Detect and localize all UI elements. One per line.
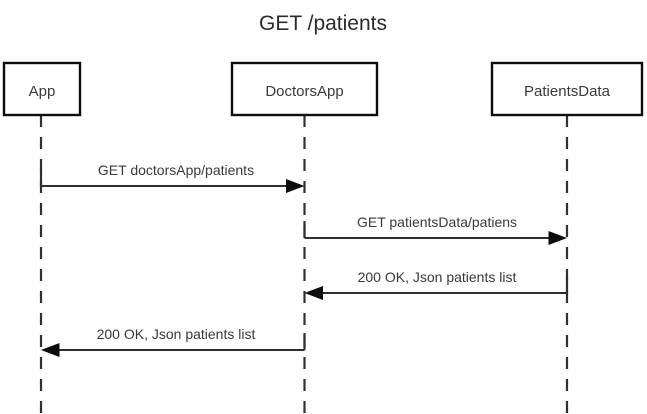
participant-patientsdata[interactable]: PatientsData xyxy=(490,61,644,117)
participant-label-doctorsapp: DoctorsApp xyxy=(265,83,343,100)
participant-doctorsapp[interactable]: DoctorsApp xyxy=(230,61,379,117)
message-3-label: 200 OK, Json patients list xyxy=(358,269,517,285)
message-200-ok-patients-list-to-app[interactable]: 200 OK, Json patients list xyxy=(41,326,306,357)
message-3-arrowhead-left xyxy=(304,286,323,300)
message-2-arrowhead-right xyxy=(548,231,567,245)
message-4-label: 200 OK, Json patients list xyxy=(97,326,256,342)
participant-label-patientsdata: PatientsData xyxy=(524,83,611,100)
message-get-doctorsapp-patients[interactable]: GET doctorsApp/patients xyxy=(39,162,305,193)
message-get-patientsdata-patiens[interactable]: GET patientsData/patiens xyxy=(303,214,568,245)
message-1-arrowhead-right xyxy=(286,179,305,193)
participant-app[interactable]: App xyxy=(2,61,82,117)
participant-label-app: App xyxy=(29,83,56,100)
participant-box-doctorsapp xyxy=(230,61,379,117)
participant-box-app xyxy=(2,61,82,117)
message-1-label: GET doctorsApp/patients xyxy=(98,162,254,178)
diagram-title: GET /patients xyxy=(259,12,387,35)
message-4-arrowhead-left xyxy=(41,343,60,357)
participant-box-patientsdata xyxy=(490,61,644,117)
message-200-ok-patients-list-to-doctorsapp[interactable]: 200 OK, Json patients list xyxy=(304,269,569,300)
message-2-label: GET patientsData/patiens xyxy=(357,214,517,230)
